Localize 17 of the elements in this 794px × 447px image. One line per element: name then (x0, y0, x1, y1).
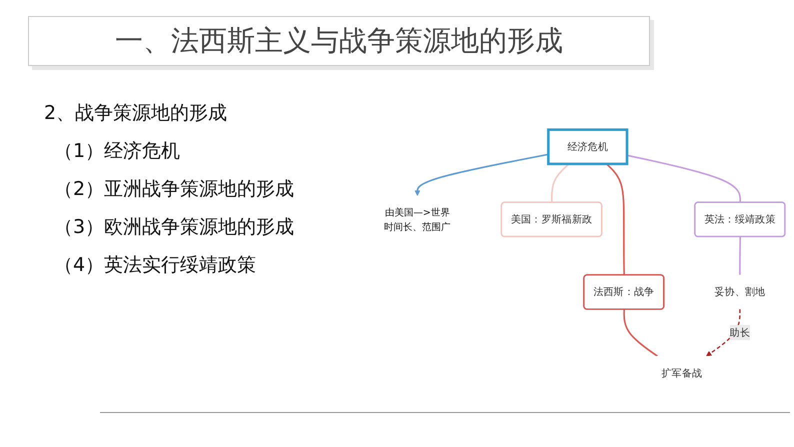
arrow (414, 154, 549, 196)
node-text: 由美国—>世界 时间长、范围广 (384, 206, 451, 232)
list-item: （4）英法实行绥靖政策 (54, 253, 258, 278)
connector (626, 154, 741, 203)
list-item: （2）亚洲战争策源地的形成 (54, 177, 296, 202)
connector (739, 236, 741, 275)
node-box: 经济危机 (547, 128, 628, 166)
connector (623, 309, 658, 357)
node-text: 扩军备战 (662, 366, 702, 379)
node-text: 妥协、割地 (714, 286, 766, 298)
arrow (706, 309, 741, 356)
list-item: （1）经济危机 (54, 139, 182, 164)
list-item: （3）欧洲战争策源地的形成 (54, 215, 296, 240)
connector (550, 163, 570, 203)
connector (606, 163, 625, 276)
edge-label: 助长 (730, 326, 750, 338)
section-heading: 2、战争策源地的形成 (44, 101, 228, 126)
